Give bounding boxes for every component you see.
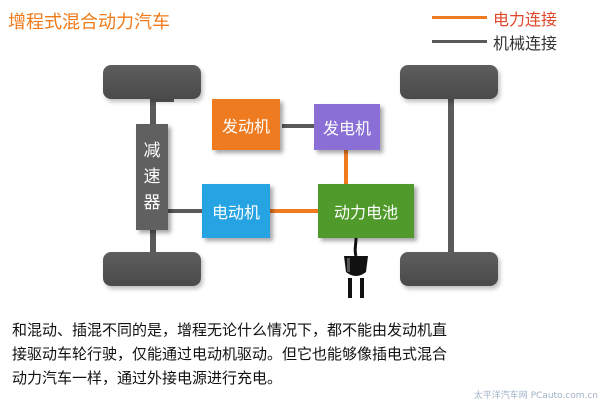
motor-battery-link xyxy=(270,209,318,213)
generator-box: 发电机 xyxy=(314,104,380,150)
diagram-title: 增程式混合动力汽车 xyxy=(8,12,170,33)
generator-label: 发电机 xyxy=(322,119,371,138)
caption-line-2: 接驱动车轮行驶，仅能通过电动机驱动。但它也能够像插电式混合 xyxy=(12,345,448,363)
legend-electric-label: 电力连接 xyxy=(493,10,558,29)
legend-electric-line xyxy=(432,16,487,19)
legend-mechanical-line xyxy=(432,40,487,43)
right-axle xyxy=(448,82,454,272)
charging-plug-icon xyxy=(344,238,368,298)
wheel-rear-right xyxy=(400,252,498,286)
generator-battery-link xyxy=(344,150,348,184)
reducer-char-3: 器 xyxy=(143,193,161,213)
reducer-motor-link xyxy=(166,209,202,213)
motor-box: 电动机 xyxy=(202,184,270,238)
caption-line-1: 和混动、插混不同的是，增程无论什么情况下，都不能由发动机直 xyxy=(12,321,448,339)
engine-label: 发动机 xyxy=(221,116,270,136)
battery-label: 动力电池 xyxy=(333,203,398,222)
watermark: 太平洋汽车网 PCauto.com.cn xyxy=(473,391,598,401)
wheel-front-left xyxy=(103,65,201,99)
engine-box: 发动机 xyxy=(212,99,280,150)
caption-text: 和混动、插混不同的是，增程无论什么情况下，都不能由发动机直 接驱动车轮行驶，仅能… xyxy=(12,318,592,390)
legend-mechanical-label: 机械连接 xyxy=(493,34,558,53)
engine-generator-link xyxy=(282,124,314,128)
reducer-char-1: 减 xyxy=(143,141,161,161)
motor-label: 电动机 xyxy=(211,203,260,222)
wheel-rear-left xyxy=(103,252,201,286)
battery-box: 动力电池 xyxy=(318,184,414,238)
wheel-front-right xyxy=(400,65,498,99)
caption-line-3: 动力汽车一样，通过外接电源进行充电。 xyxy=(12,369,283,387)
reducer-char-2: 速 xyxy=(143,167,161,187)
left-top-wheel-link xyxy=(152,98,174,102)
reducer-box: 减 速 器 xyxy=(136,124,168,230)
